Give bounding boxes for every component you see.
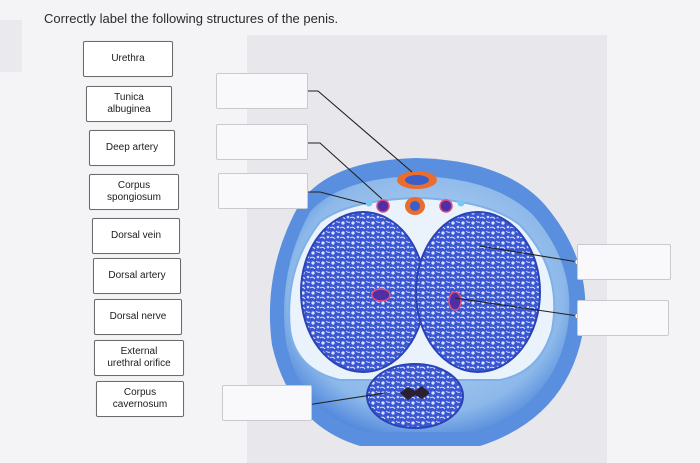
corpus-cavernosum-left xyxy=(300,211,426,373)
label-tunica-albuginea[interactable]: Tunica albuginea xyxy=(86,86,172,122)
deep-artery-right xyxy=(448,291,462,311)
drop-zone-6[interactable] xyxy=(222,385,312,421)
urethra xyxy=(400,386,430,400)
dorsal-artery-left xyxy=(376,199,390,213)
label-external-urethral-orifice[interactable]: External urethral orifice xyxy=(94,340,184,376)
drop-zone-5[interactable] xyxy=(577,300,669,336)
corpus-spongiosum xyxy=(366,363,464,429)
dorsal-nerve-left xyxy=(365,199,373,207)
drop-zone-4[interactable] xyxy=(577,244,671,280)
corpus-cavernosum-right xyxy=(415,211,541,373)
label-dorsal-artery[interactable]: Dorsal artery xyxy=(93,258,181,294)
label-corpus-cavernosum[interactable]: Corpus cavernosum xyxy=(96,381,184,417)
label-deep-artery[interactable]: Deep artery xyxy=(89,130,175,166)
left-edge-strip xyxy=(0,20,22,72)
question-text: Correctly label the following structures… xyxy=(44,11,339,26)
drop-zone-3[interactable] xyxy=(218,173,308,209)
label-urethra[interactable]: Urethra xyxy=(83,41,173,77)
dorsal-nerve-right xyxy=(457,199,465,207)
label-dorsal-nerve[interactable]: Dorsal nerve xyxy=(94,299,182,335)
drop-zone-1[interactable] xyxy=(216,73,308,109)
label-dorsal-vein[interactable]: Dorsal vein xyxy=(92,218,180,254)
dorsal-artery-right xyxy=(439,199,453,213)
deep-artery-left xyxy=(371,288,391,302)
label-corpus-spongiosum[interactable]: Corpus spongiosum xyxy=(89,174,179,210)
drop-zone-2[interactable] xyxy=(216,124,308,160)
